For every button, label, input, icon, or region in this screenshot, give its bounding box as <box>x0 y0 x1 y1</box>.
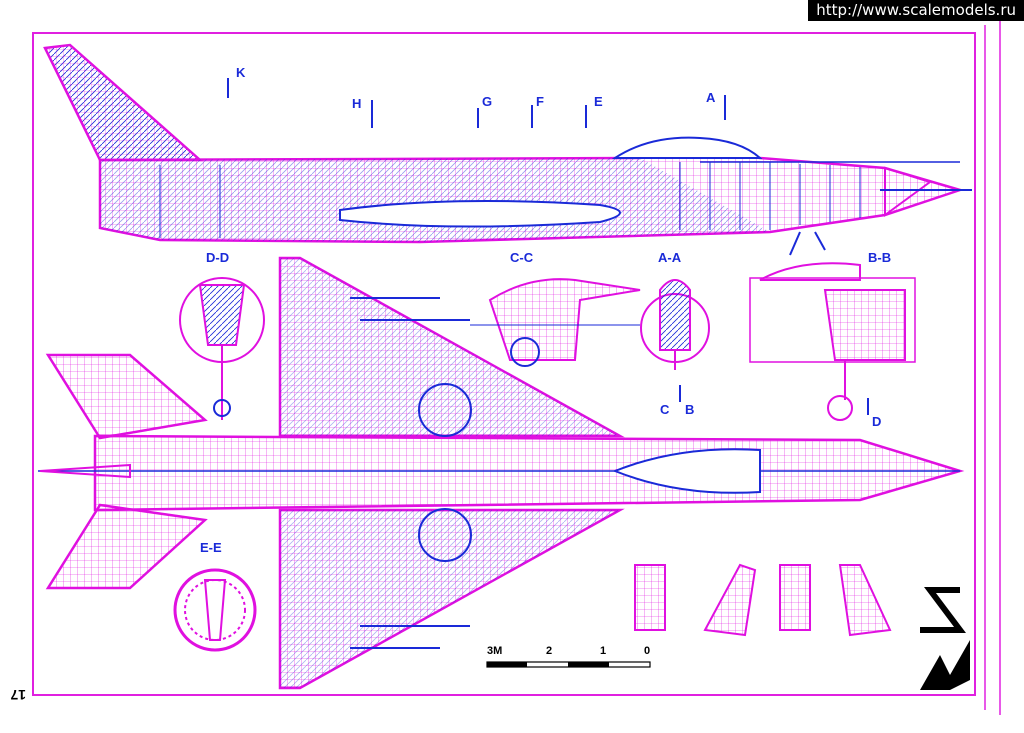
section-ee: E-E <box>173 540 257 652</box>
plan-fuselage <box>93 434 965 512</box>
section-c-mark: C <box>660 402 670 417</box>
section-cc-label: C-C <box>510 250 534 265</box>
section-e-label: E <box>594 94 603 109</box>
seat-front-view <box>634 564 666 631</box>
section-g-label: G <box>482 94 492 109</box>
seat-side-view-2 <box>838 564 892 637</box>
scale-tick-1: 1 <box>600 645 606 657</box>
section-dd: D-D <box>179 250 265 420</box>
ejection-seat-views <box>634 563 892 637</box>
scale-tick-0: 0 <box>644 645 650 657</box>
lower-stabilizer <box>45 503 208 590</box>
side-view <box>43 43 972 256</box>
wz-logo <box>920 587 970 690</box>
scale-tick-2: 2 <box>546 645 552 657</box>
sheet-frame <box>32 32 976 696</box>
section-aa: A-A <box>640 250 710 370</box>
plan-view <box>38 256 965 690</box>
section-markers: K H G F E A <box>227 65 726 128</box>
watermark-url: http://www.scalemodels.ru <box>808 0 1024 21</box>
seat-rear-view <box>779 564 811 631</box>
section-h-label: H <box>352 96 361 111</box>
section-d-mark: D <box>872 414 881 429</box>
seat-side-view-1 <box>703 563 757 637</box>
section-dd-label: D-D <box>206 250 229 265</box>
section-cc: C-C <box>470 250 641 367</box>
canopy-top <box>612 448 761 494</box>
scale-bar: 0 1 2 3M <box>486 645 651 668</box>
page-number: 17 <box>10 687 26 703</box>
scale-tick-3: 3M <box>487 645 502 657</box>
section-k-label: K <box>236 65 246 80</box>
section-f-label: F <box>536 94 544 109</box>
section-a-label: A <box>706 90 716 105</box>
section-bb: B-B D <box>749 250 916 429</box>
section-aa-label: A-A <box>658 250 682 265</box>
section-b-mark: B <box>685 402 694 417</box>
ventral-tank <box>339 200 621 228</box>
canopy <box>611 136 763 159</box>
section-bb-label: B-B <box>868 250 891 265</box>
section-ee-label: E-E <box>200 540 222 555</box>
upper-stabilizer <box>45 353 208 440</box>
